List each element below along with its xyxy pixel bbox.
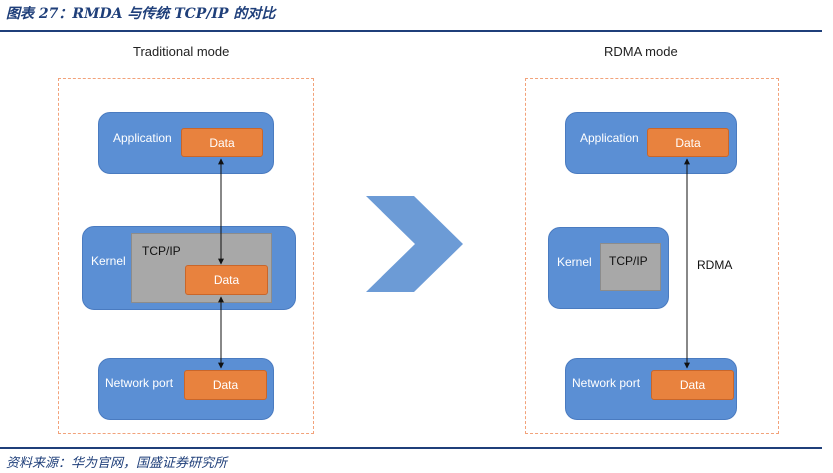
- transition-chevron-icon: [366, 196, 463, 292]
- bottom-rule: [0, 447, 822, 449]
- rdma-link-label: RDMA: [697, 258, 733, 272]
- source-note: 资料来源：华为官网，国盛证券研究所: [6, 456, 228, 471]
- kernel-label: Kernel: [91, 254, 126, 268]
- top-rule: [0, 30, 822, 32]
- network-port-label: Network port: [572, 376, 641, 390]
- application-label: Application: [113, 131, 172, 145]
- kernel-label: Kernel: [557, 255, 592, 269]
- rdma-application-data: Data: [647, 128, 729, 157]
- figure-title: 图表 27：RMDA 与传统 TCP/IP 的对比: [6, 6, 276, 22]
- rdma-network-data: Data: [651, 370, 734, 400]
- rdma-tcpip-block: TCP/IP: [600, 243, 661, 291]
- traditional-network-data: Data: [184, 370, 267, 400]
- traditional-mode-title: Traditional mode: [133, 44, 230, 59]
- tcpip-label: TCP/IP: [142, 244, 181, 258]
- network-port-label: Network port: [105, 376, 174, 390]
- traditional-application-data: Data: [181, 128, 263, 157]
- traditional-kernel-data: Data: [185, 265, 268, 295]
- application-label: Application: [580, 131, 639, 145]
- traditional-mode-panel: [58, 78, 314, 434]
- rdma-mode-panel: [525, 78, 779, 434]
- rdma-mode-title: RDMA mode: [604, 44, 678, 59]
- tcpip-label: TCP/IP: [609, 254, 648, 268]
